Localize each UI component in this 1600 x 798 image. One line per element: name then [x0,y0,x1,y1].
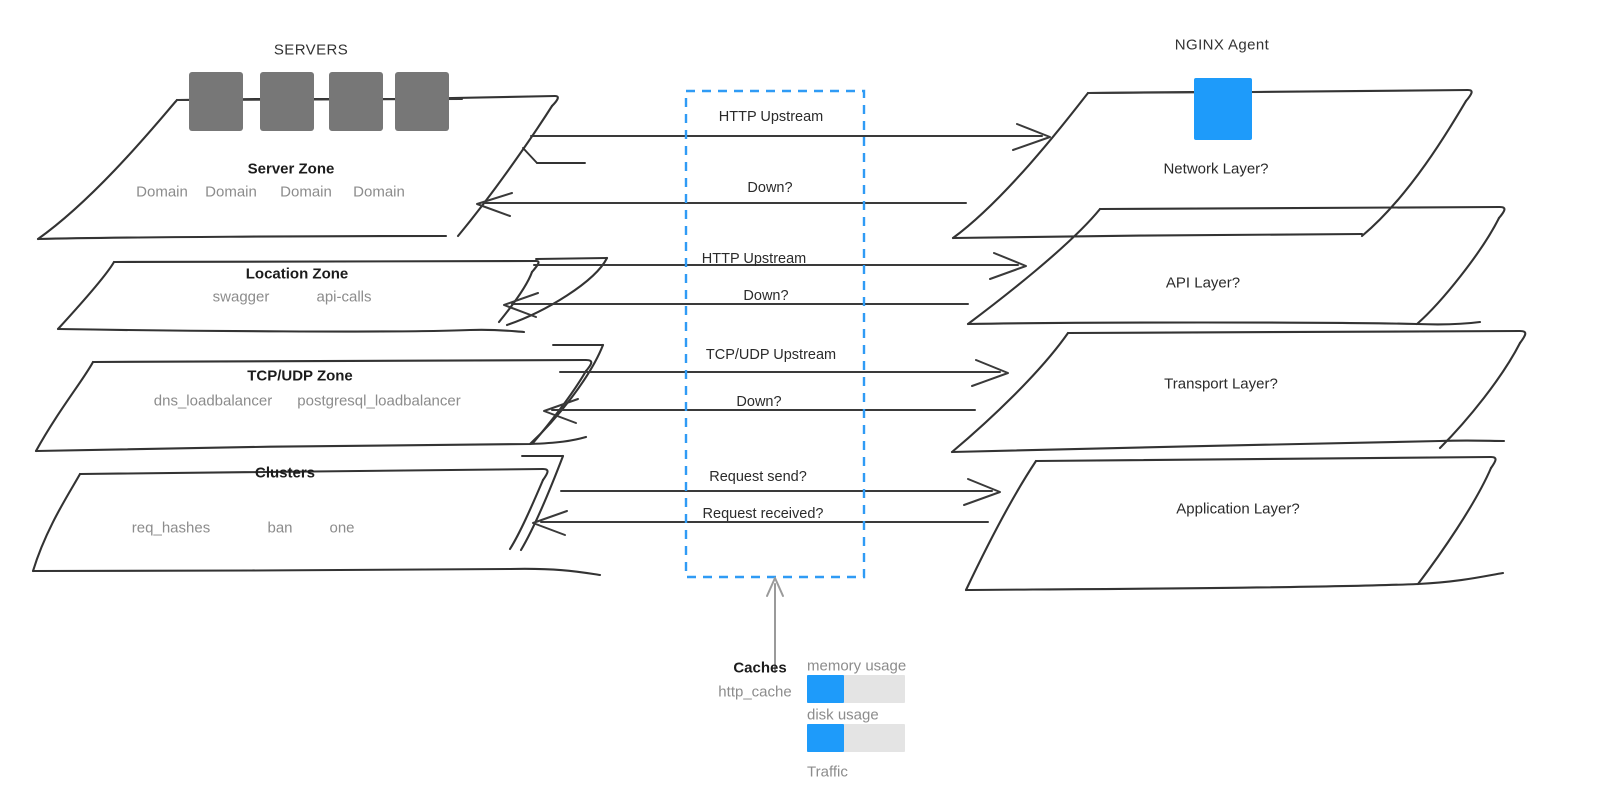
application-layer-bottom-edge [964,571,1505,592]
location-zone-right-inner [497,270,534,324]
api-layer-right-edge [1415,216,1501,326]
connector-stub-2 [535,257,608,260]
flow-arrowhead-1 [1012,123,1051,151]
flow-arrowhead-6 [543,398,579,424]
location-zone-left-edge [56,260,116,331]
network-layer-top-edge [1086,88,1473,103]
tcpudp-zone-right-inner [531,369,588,445]
transport-layer-top-edge [1066,329,1527,345]
progress-memory-usage-fill [807,675,845,703]
transport-layer-left-edge [950,331,1070,454]
application-layer-left-edge [964,459,1038,592]
network-layer-bottom-edge [951,232,1364,240]
flow-arrowhead-4 [503,292,539,318]
clusters-zone-right-inner [508,478,545,551]
dashed-focus-box[interactable] [684,89,866,579]
progress-disk-usage[interactable] [807,724,905,752]
progress-disk-usage-fill [807,724,845,752]
location-zone-bottom-edge [56,327,526,334]
transport-layer-bottom-edge [950,439,1506,454]
tcpudp-zone-bottom-edge [34,435,588,453]
location-zone-right-edge [505,256,609,327]
network-layer-right-edge [1360,99,1468,238]
server-zone-bottom-edge [36,234,448,241]
tcpudp-zone-top-edge [91,358,593,373]
api-layer-left-edge [966,207,1102,326]
flow-arrowhead-2 [476,192,513,217]
server-zone-right-edge [456,104,554,238]
server-node-4[interactable] [395,72,449,131]
flow-arrowhead-8 [532,510,568,536]
transport-layer-right-edge [1438,341,1522,450]
clusters-zone-right-edge [519,454,565,552]
flow-arrowhead-7 [963,478,1001,506]
server-zone-left-edge [36,98,179,241]
nginx-agent-node[interactable] [1194,78,1252,140]
flow-arrowhead-3 [989,252,1027,280]
application-layer-right-edge [1416,466,1493,586]
progress-memory-usage[interactable] [807,675,905,703]
connector-stub-1b [522,147,538,164]
network-layer-left-edge [951,91,1090,240]
location-zone-top-edge [112,259,540,274]
clusters-zone-top-edge [78,467,549,482]
server-node-2[interactable] [260,72,314,131]
flow-arrowhead-5 [971,359,1009,387]
server-node-1[interactable] [189,72,243,131]
api-layer-top-edge [1098,205,1506,220]
api-layer-bottom-edge [966,320,1482,326]
application-layer-top-edge [1034,455,1497,470]
server-node-3[interactable] [329,72,383,131]
clusters-zone-bottom-edge [31,567,602,577]
clusters-zone-left-edge [31,472,82,573]
tcpudp-zone-left-edge [34,360,95,453]
caches-arrow-head [766,577,784,597]
